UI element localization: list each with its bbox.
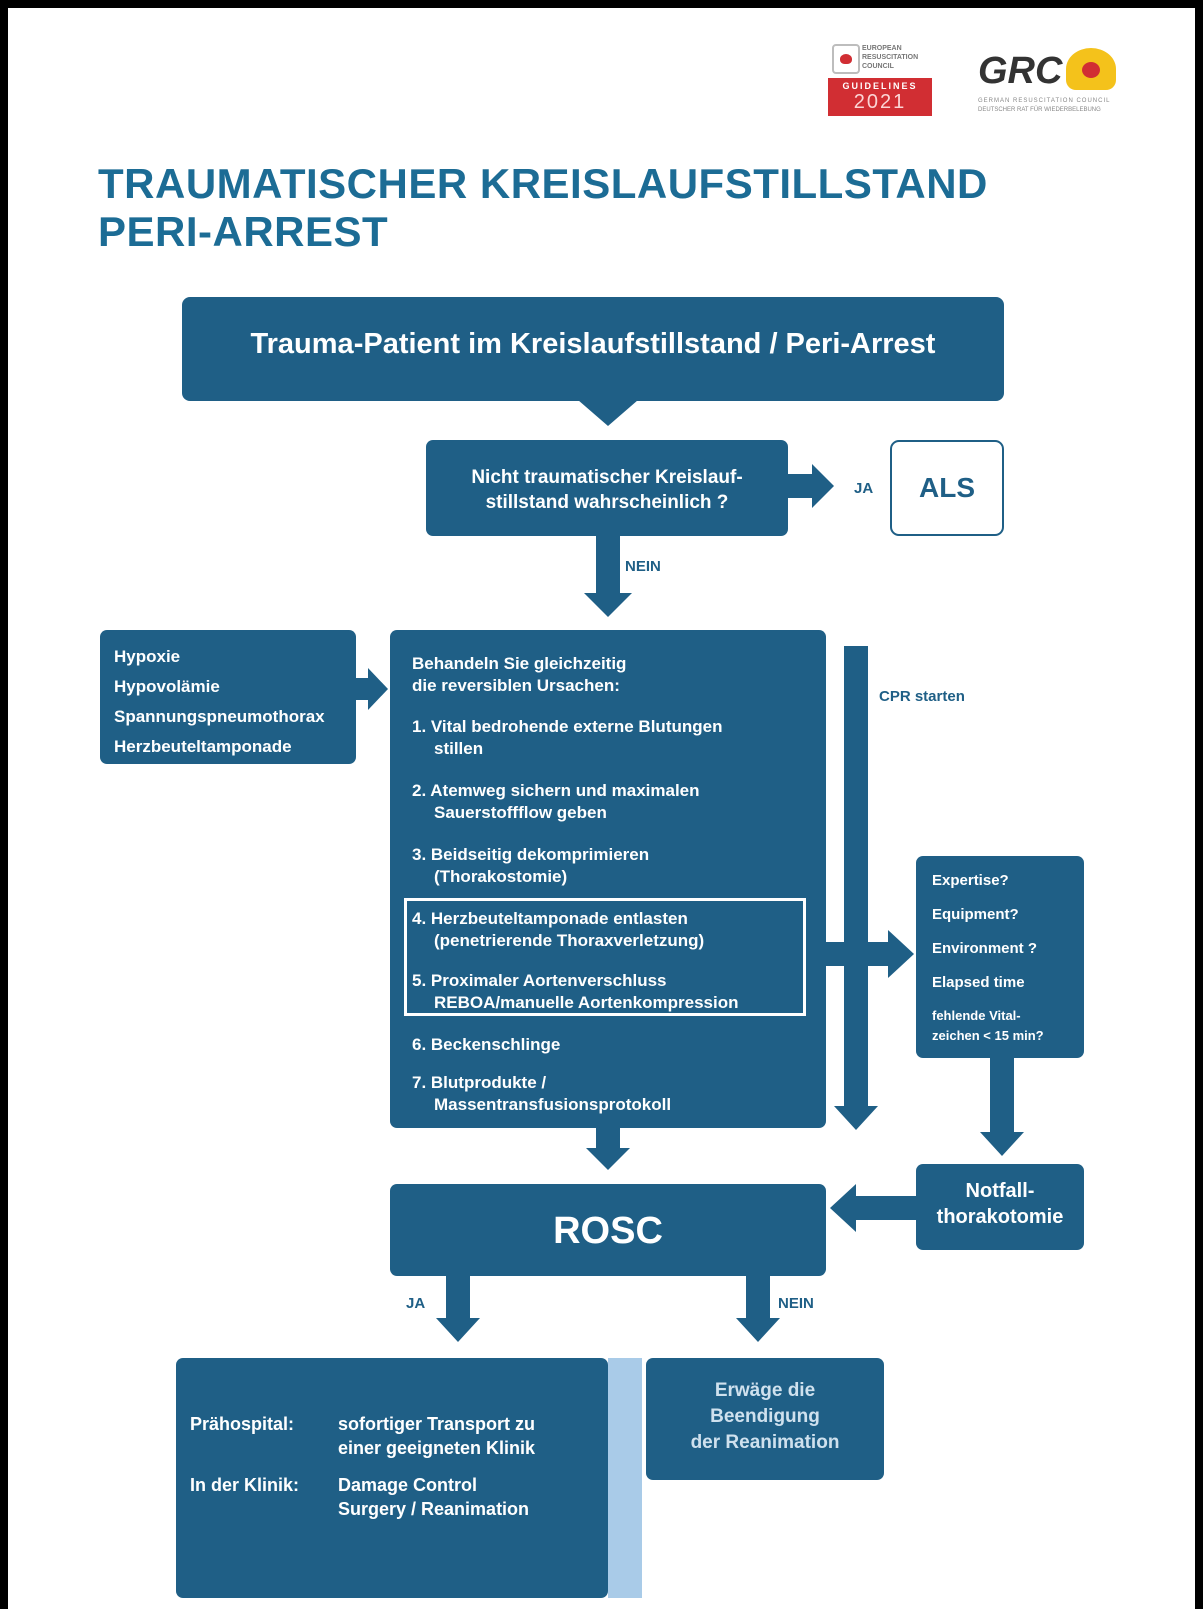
grc-subtitle2: DEUTSCHER RAT FÜR WIEDERBELEBUNG (978, 107, 1101, 113)
rosc-box: ROSC (390, 1184, 826, 1276)
prehospital-label: Prähospital: (190, 1414, 295, 1434)
treatment-item: 3. Beidseitig dekomprimieren (Thorakosto… (412, 845, 650, 886)
thorakotomie-line2: thorakotomie (936, 1206, 1064, 1228)
page-title-line1: TRAUMATISCHER KREISLAUFSTILLSTAND (98, 160, 988, 207)
cause-item: Hypoxie (114, 647, 181, 666)
expertise-item: Expertise? (932, 872, 1009, 889)
start-box: Trauma-Patient im Kreislaufstillstand / … (182, 297, 1004, 401)
thorakotomie-line1: Notfall- (965, 1180, 1035, 1202)
start-box-label: Trauma-Patient im Kreislaufstillstand / … (250, 328, 936, 360)
outcome-no-line1: Erwäge die (714, 1380, 816, 1401)
rosc-ja-arrow-icon (436, 1318, 480, 1342)
ja-arrow-icon (812, 464, 834, 508)
outcome-no-line3: der Reanimation (690, 1432, 840, 1453)
prehospital-text2: einer geeigneten Klinik (338, 1438, 536, 1458)
grc-text: GRC (978, 50, 1063, 92)
nein-arrow-icon (584, 593, 632, 617)
grc-logo: GRC GERMAN RESUSCITATION COUNCIL DEUTSCH… (966, 44, 1126, 124)
page: EUROPEAN RESUSCITATION COUNCIL GUIDELINE… (8, 8, 1195, 1609)
expertise-item: Environment ? (932, 940, 1038, 957)
decision-line2: stillstand wahrscheinlich ? (485, 492, 729, 513)
ja-arrow-shaft (786, 474, 814, 498)
expertise-item: fehlende Vital- (932, 1008, 1021, 1023)
erc-emblem (832, 44, 860, 74)
treatment-item: 7. Blutprodukte / Massentransfusionsprot… (412, 1073, 672, 1114)
treatment-arrow-icon (586, 1148, 630, 1170)
clinic-text1: Damage Control (338, 1475, 478, 1495)
thorakotomie-box: Notfall- thorakotomie (916, 1164, 1084, 1250)
prehospital-text1: sofortiger Transport zu (338, 1414, 536, 1434)
highlight-frame (404, 898, 806, 1016)
erc-logo: EUROPEAN RESUSCITATION COUNCIL GUIDELINE… (826, 38, 936, 118)
erc-year: 2021 (853, 91, 907, 113)
treatment-item: 5. Proximaler Aortenverschluss REBOA/man… (412, 971, 739, 1012)
treatment-item: 2. Atemweg sichern und maximalen Sauerst… (412, 781, 700, 822)
start-arrow-icon (578, 400, 638, 426)
treatment-box: Behandeln Sie gleichzeitig die reversibl… (390, 630, 826, 1128)
treatment-heading-line1: Behandeln Sie gleichzeitig (412, 654, 627, 673)
treatment-arrow-shaft (596, 1126, 620, 1150)
nein-arrow-shaft (596, 535, 620, 595)
erc-guidelines-badge: GUIDELINES 2021 (828, 78, 932, 116)
cpr-arrow-shaft (844, 646, 868, 1108)
rosc-nein-arrow-shaft (746, 1274, 770, 1320)
treatment-item: 4. Herzbeuteltamponade entlasten (penetr… (412, 909, 705, 950)
treatment-heading-line2: die reversiblen Ursachen: (412, 676, 620, 695)
outcome-no-box: Erwäge die Beendigung der Reanimation (646, 1358, 884, 1480)
grc-heart-icon (1066, 48, 1116, 90)
causes-arrow-shaft (354, 678, 370, 700)
expertise-arrow-icon (980, 1132, 1024, 1156)
ja-label: JA (854, 480, 874, 497)
expertise-item: zeichen < 15 min? (932, 1028, 1044, 1043)
treatment-item: 1. Vital bedrohende externe Blutungen st… (412, 717, 723, 758)
outcome-yes-box: Prähospital: sofortiger Transport zu ein… (176, 1358, 608, 1598)
light-strip (608, 1358, 642, 1598)
page-title-line2: PERI-ARREST (98, 208, 389, 255)
causes-box: Hypoxie Hypovolämie Spannungspneumothora… (100, 630, 356, 764)
outcome-no-line2: Beendigung (710, 1406, 820, 1427)
clinic-text2: Surgery / Reanimation (338, 1499, 530, 1519)
grc-subtitle: GERMAN RESUSCITATION COUNCIL (978, 98, 1111, 104)
expertise-box: Expertise? Equipment? Environment ? Elap… (916, 856, 1084, 1058)
clinic-label: In der Klinik: (190, 1475, 300, 1495)
erc-guidelines: GUIDELINES (842, 81, 918, 91)
thorakotomie-arrow-icon (830, 1184, 856, 1232)
cpr-arrow-icon (834, 1106, 878, 1130)
expertise-item: Equipment? (932, 906, 1019, 923)
rosc-ja-arrow-shaft (446, 1274, 470, 1320)
cause-item: Spannungspneumothorax (114, 707, 325, 726)
cpr-label: CPR starten (879, 688, 965, 705)
nein-label: NEIN (625, 558, 661, 575)
causes-arrow-icon (368, 668, 388, 710)
als-box: ALS (890, 440, 1004, 536)
cause-item: Herzbeuteltamponade (114, 737, 292, 756)
decision-box: Nicht traumatischer Kreislauf- stillstan… (426, 440, 788, 536)
frame-arrow-shaft (808, 942, 890, 966)
erc-text: EUROPEAN RESUSCITATION COUNCIL (862, 45, 919, 70)
rosc-nein-arrow-icon (736, 1318, 780, 1342)
treatment-item: 6. Beckenschlinge (412, 1035, 561, 1054)
rosc-label: ROSC (553, 1210, 663, 1252)
expertise-arrow-shaft (990, 1056, 1014, 1134)
rosc-ja-label: JA (406, 1295, 426, 1312)
frame-arrow-icon (888, 930, 914, 978)
rosc-nein-label: NEIN (778, 1295, 814, 1312)
expertise-item: Elapsed time (932, 974, 1025, 991)
cause-item: Hypovolämie (114, 677, 220, 696)
decision-line1: Nicht traumatischer Kreislauf- (471, 467, 743, 488)
thorakotomie-arrow-shaft (854, 1196, 918, 1220)
als-label: ALS (919, 472, 975, 503)
